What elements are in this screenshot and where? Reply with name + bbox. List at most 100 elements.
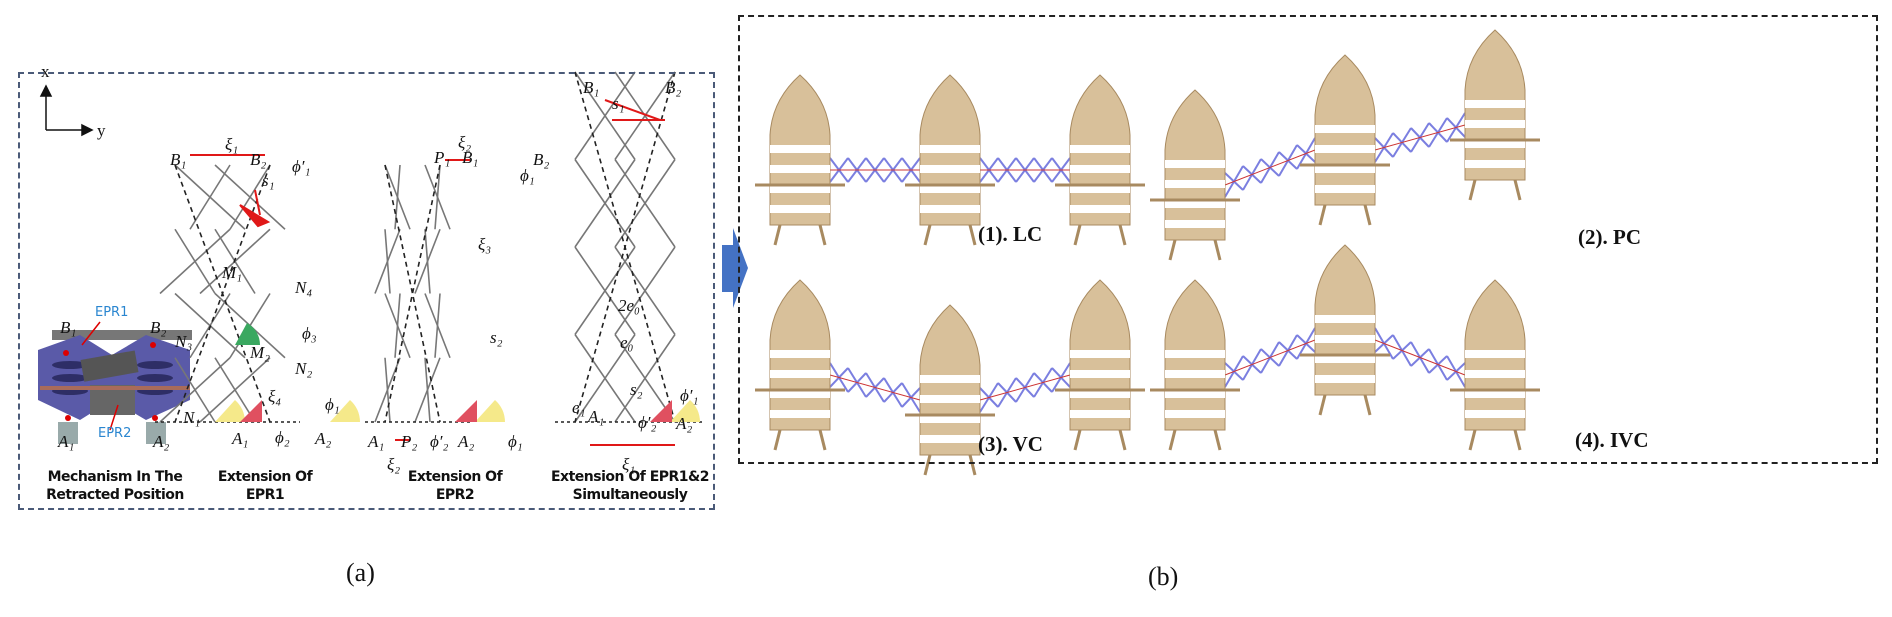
module-stripe: [920, 165, 980, 173]
link-centerline: [1374, 124, 1466, 151]
diagonal-dashed: [384, 164, 441, 423]
math-symbol: B₁: [462, 148, 479, 167]
math-symbol: A₁: [58, 432, 75, 451]
scissor-link: [374, 228, 401, 294]
caption-line: Extension Of: [217, 469, 313, 485]
robot-config-rise: [1150, 29, 1540, 261]
caption-line: Mechanism In The: [47, 469, 183, 485]
module-leg: [1363, 204, 1372, 226]
robot-module: [1450, 279, 1540, 451]
math-symbol: P₁: [434, 148, 451, 167]
robot-module: [1150, 279, 1240, 451]
math-symbol: ξ₃: [478, 235, 492, 254]
angle-phi3: [235, 323, 261, 345]
x-axis-label: x: [41, 62, 50, 81]
module-stripe: [1165, 370, 1225, 378]
module-leg: [1513, 429, 1522, 451]
module-stripe: [1070, 390, 1130, 398]
config-label-lc: (1). LC: [978, 222, 1043, 246]
scissor-link: [394, 293, 401, 358]
robot-module: [1150, 89, 1240, 261]
module-leg: [968, 454, 977, 476]
link-centerline: [979, 374, 1071, 401]
module-leg: [818, 224, 827, 246]
scissor-link: [414, 228, 441, 294]
scissor-link: [229, 164, 271, 230]
link-centerline: [1224, 339, 1316, 376]
diagonal-dashed: [574, 71, 676, 423]
link-centerline: [1374, 339, 1466, 376]
scissor-link: [199, 357, 271, 423]
panel-b-label: (b): [1148, 562, 1179, 591]
scissor-link-chain: [1224, 327, 1316, 388]
config-label-ivc: (4). IVC: [1575, 428, 1649, 452]
math-symbol: A₂: [676, 414, 693, 433]
scissor-link: [189, 164, 231, 230]
module-stripe: [1315, 145, 1375, 153]
module-stripe: [770, 410, 830, 418]
caption-line: Extension Of: [407, 469, 503, 485]
link-centerline: [1224, 149, 1316, 186]
dimension-lines: [190, 99, 675, 446]
module-stripe: [1165, 200, 1225, 208]
module-stripe: [1315, 335, 1375, 343]
module-leg: [818, 429, 827, 451]
math-symbol: N₂: [295, 359, 313, 378]
panel-b-frame: [738, 15, 1878, 464]
math-symbol: B₂: [665, 78, 682, 97]
module-stripe: [920, 395, 980, 403]
diagonal-dashed: [174, 164, 271, 423]
scissor-link-chain: [829, 157, 921, 183]
module-leg: [1363, 394, 1372, 416]
module-stripe: [1315, 125, 1375, 133]
module-stripe: [920, 375, 980, 383]
math-symbol: ξ₁: [622, 455, 636, 474]
math-symbol: ξ₂: [387, 455, 401, 474]
math-symbol: A₂: [315, 429, 332, 448]
module-stripe: [770, 370, 830, 378]
module-stripe: [1465, 120, 1525, 128]
math-symbol: B₁: [60, 318, 77, 337]
module-leg: [1168, 429, 1177, 451]
module-leg: [1118, 224, 1127, 246]
scissor-link-chain: [1374, 112, 1466, 163]
caption-line: Extension Of EPR1&2: [550, 469, 710, 485]
module-stripe: [920, 185, 980, 193]
module-stripe: [1165, 410, 1225, 418]
math-symbol: ϕ′₂: [638, 413, 657, 432]
robot-module: [1055, 74, 1145, 246]
angle-phi2: [240, 400, 262, 422]
robot-module: [755, 279, 845, 451]
module-stripe: [1315, 315, 1375, 323]
scissor-link: [414, 357, 441, 423]
module-stripe: [1165, 180, 1225, 188]
module-leg: [1213, 429, 1222, 451]
module-leg: [1468, 429, 1477, 451]
math-symbol: B₂: [150, 318, 167, 337]
epr2-label: EPR2: [98, 426, 132, 441]
math-symbol: ϕ′₁: [292, 157, 311, 176]
scissor-link: [434, 293, 441, 358]
lattice-epr1-2: [555, 71, 705, 423]
math-symbol: s₂: [490, 328, 503, 347]
module-leg: [1073, 429, 1082, 451]
module-leg: [1118, 429, 1127, 451]
math-symbol: ξ₄: [268, 387, 282, 406]
angle-phi1: [670, 400, 700, 422]
math-symbol: ϕ′₂: [430, 432, 449, 451]
module-stripe: [770, 205, 830, 213]
scissor-link: [614, 71, 676, 160]
math-symbol: A₂: [458, 432, 475, 451]
scissor-link: [159, 228, 231, 295]
math-symbol: e₀: [620, 333, 634, 352]
retracted-mechanism: [38, 321, 192, 444]
math-symbol: ϕ₁: [325, 395, 340, 414]
math-symbol: ϕ₁: [508, 432, 523, 451]
module-stripe: [1465, 350, 1525, 358]
module-stripe: [1315, 355, 1375, 363]
caption-line: EPR1: [245, 487, 285, 503]
config-label-pc: (2). PC: [1578, 225, 1641, 249]
module-stripe: [920, 435, 980, 443]
angle-phi2: [650, 400, 672, 422]
